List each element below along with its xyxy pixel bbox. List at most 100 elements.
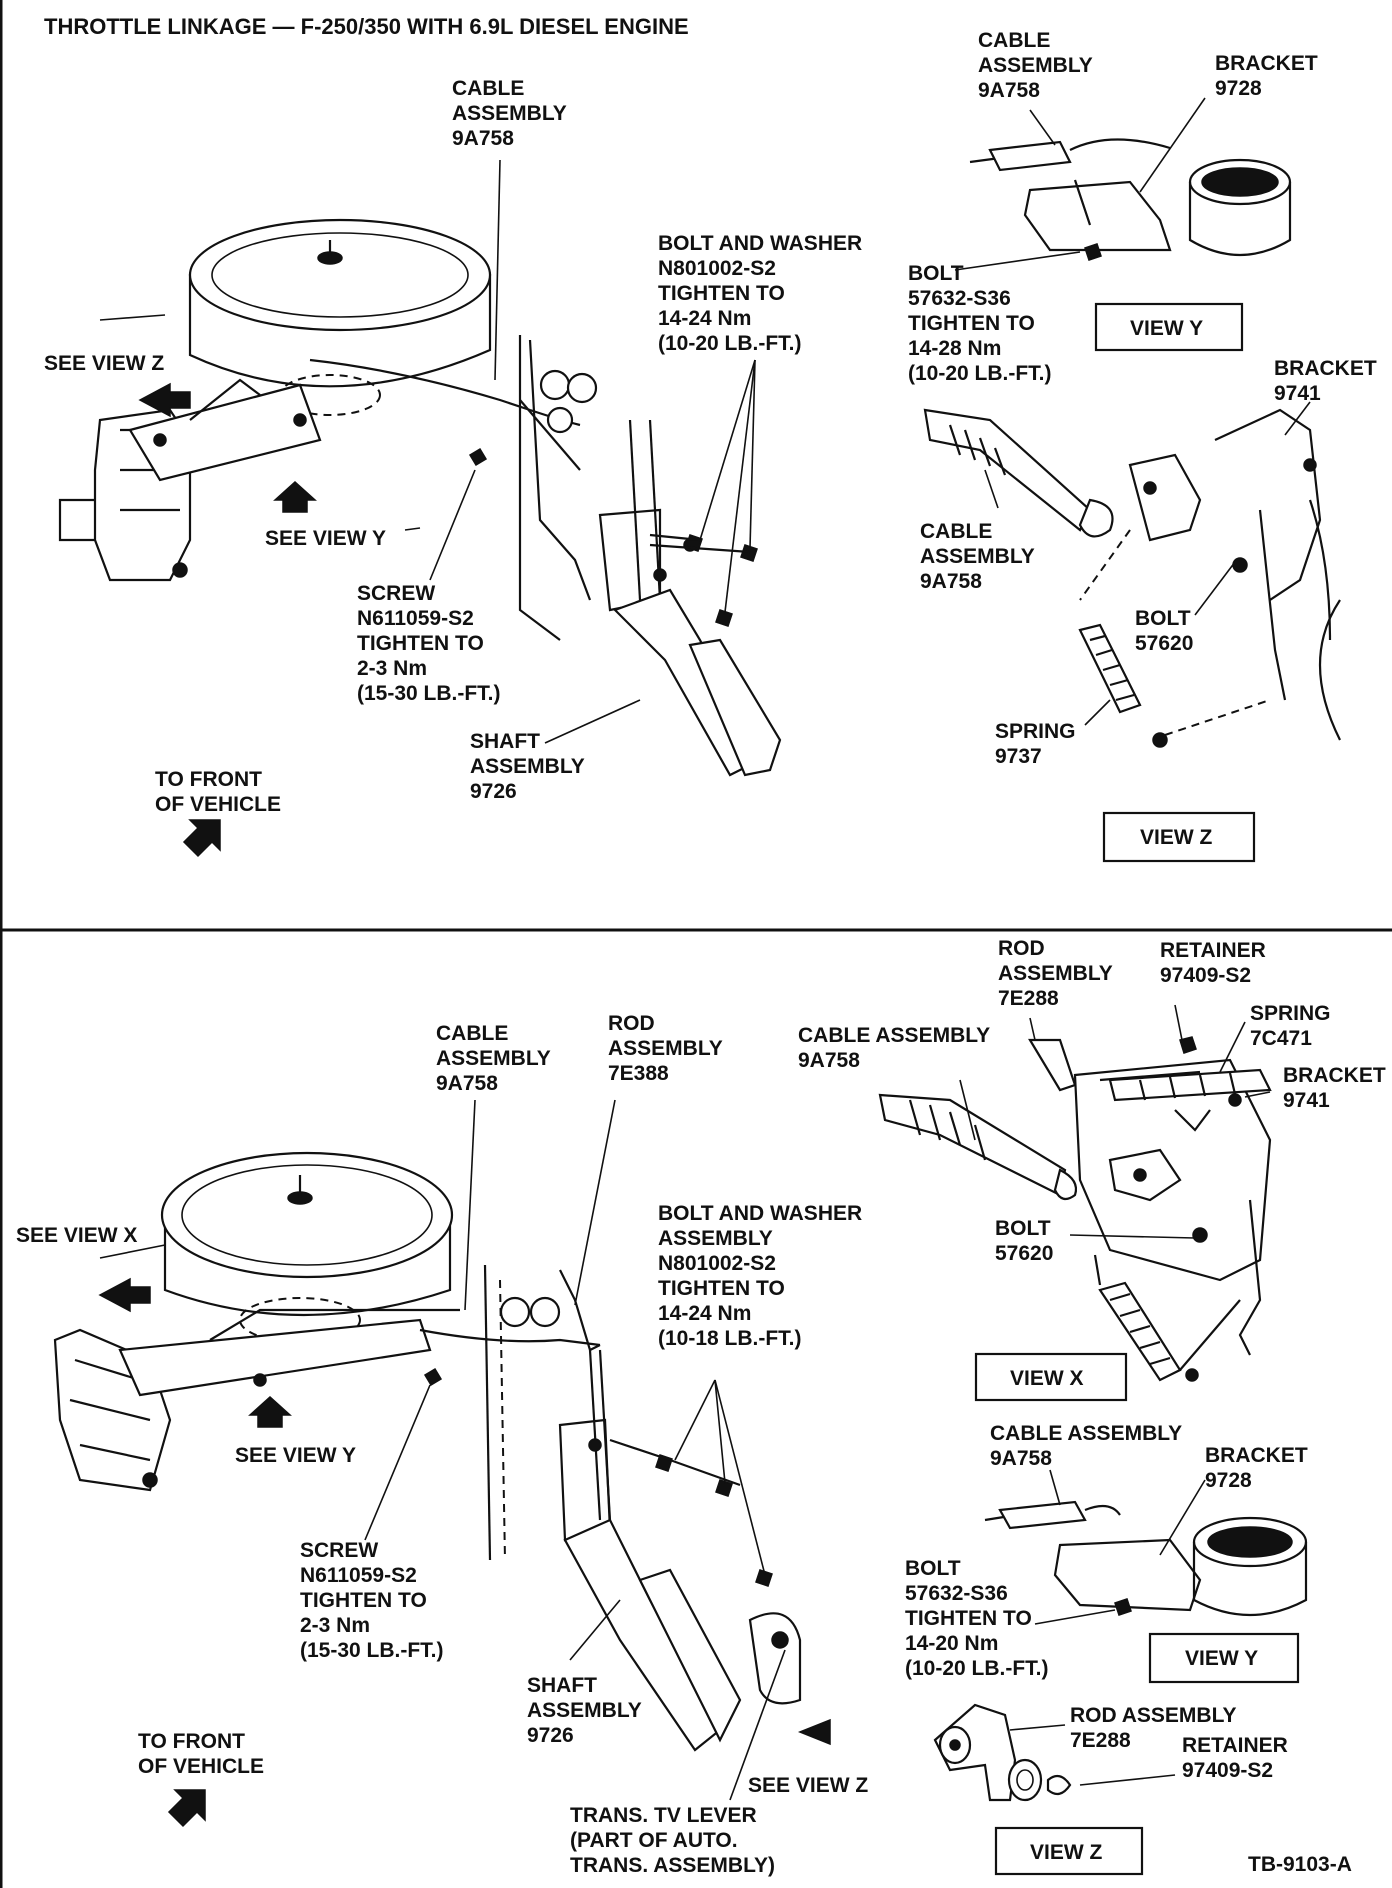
top-view-y-bolt-label-line: TIGHTEN TO [908,312,1035,335]
bottom-arrows [98,1277,831,1828]
top-view-y-bracket-label-line: 9728 [1215,77,1262,100]
top-view-y-cable-label-line: ASSEMBLY [978,54,1093,77]
bottom-view-y-box-label: VIEW Y [1185,1647,1258,1670]
bottom-view-x-retainer-label-line: RETAINER [1160,939,1266,962]
top-shaft-label-line: ASSEMBLY [470,755,585,778]
bottom-view-x-bolt-label-line: 57620 [995,1242,1053,1265]
top-cable-assembly-label-line: ASSEMBLY [452,102,567,125]
bottom-bolt-washer-label-line: (10-18 LB.-FT.) [658,1327,802,1350]
top-bolt-washer-label-line: N801002-S2 [658,257,776,280]
bottom-view-y-bolt-label-line: TIGHTEN TO [905,1607,1032,1630]
bottom-view-z-box-label: VIEW Z [1030,1841,1103,1864]
top-view-y-bolt-label-line: 57632-S36 [908,287,1011,310]
bottom-cable-assembly-label-line: CABLE [436,1022,508,1045]
top-screw-label-line: 2-3 Nm [357,657,427,680]
bottom-shaft-label-line: SHAFT [527,1674,597,1697]
top-view-z-cable-label-line: 9A758 [920,570,982,593]
top-view-y-bracket-label-line: BRACKET [1215,52,1318,75]
top-bolt-washer-label-line: BOLT AND WASHER [658,232,862,255]
bottom-view-x-spring-label-line: SPRING [1250,1002,1331,1025]
top-view-z-bolt-label-line: BOLT [1135,607,1191,630]
bottom-view-x-retainer-label-line: 97409-S2 [1160,964,1251,987]
bottom-view-y-box-label-line: VIEW Y [1185,1647,1258,1670]
top-view-z-spring-label-line: SPRING [995,720,1076,743]
top-view-z-bracket-label-line: BRACKET [1274,357,1377,380]
top-leaders [99,159,756,744]
bottom-to-front-label-line: OF VEHICLE [138,1755,264,1778]
bottom-trans-tv-lever-label-line: (PART OF AUTO. [570,1829,738,1852]
top-view-z-box-label-line: VIEW Z [1140,826,1213,849]
bottom-bolt-washer-label-line: 14-24 Nm [658,1302,751,1325]
bottom-view-z-box [994,1826,1144,1876]
to-front-arrow-icon [182,819,221,858]
bottom-view-z-rod-label-line: 7E288 [1070,1729,1131,1752]
bottom-see-view-x-label-line: SEE VIEW X [16,1224,137,1247]
bottom-leaders [99,1099,786,1801]
bottom-view-y-drawing [984,1469,1308,1625]
bottom-rod-assembly-label-line: 7E388 [608,1062,669,1085]
bottom-see-view-y-label-line: SEE VIEW Y [235,1444,356,1467]
top-view-z-box-label: VIEW Z [1140,826,1213,849]
bottom-screw-label-line: N611059-S2 [300,1564,417,1587]
see-view-y-arrow-icon [273,480,317,513]
bottom-screw-label-line: 2-3 Nm [300,1614,370,1637]
top-view-z-spring-label-line: 9737 [995,745,1042,768]
top-to-front-label-line: OF VEHICLE [155,793,281,816]
figure-id-label: TB-9103-A [1248,1853,1352,1876]
top-view-y-box-label: VIEW Y [1130,317,1203,340]
top-see-view-z-label-line: SEE VIEW Z [44,352,164,375]
top-view-z-drawing [923,401,1341,748]
bottom-view-x-drawing [878,1004,1272,1382]
top-cable-assembly-label-line: CABLE [452,77,524,100]
bottom-view-z-drawing [933,1703,1176,1802]
bottom-view-y-cable-label-line: 9A758 [990,1447,1052,1470]
top-bolt-group [649,533,758,627]
bottom-trans-tv-lever-label-line: TRANS. TV LEVER [570,1804,757,1827]
bottom-view-z-rod-label-line: ROD ASSEMBLY [1070,1704,1236,1727]
top-screw-label-line: N611059-S2 [357,607,474,630]
bottom-bolt-washer-label-line: TIGHTEN TO [658,1277,785,1300]
top-screw-label-line: SCREW [357,582,435,605]
bottom-view-x-box-label: VIEW X [1010,1367,1084,1390]
bottom-view-y-bracket-label-line: BRACKET [1205,1444,1308,1467]
top-view-y-bolt-label-line: 14-28 Nm [908,337,1001,360]
top-bolt-washer-label-line: 14-24 Nm [658,307,751,330]
bottom-bolt-washer-label-line: N801002-S2 [658,1252,776,1275]
bottom-view-z-retainer-label-line: 97409-S2 [1182,1759,1273,1782]
bottom-view-x-box-label-line: VIEW X [1010,1367,1084,1390]
bottom-view-x-rod-label-line: ROD [998,937,1045,960]
bottom-cable-assembly-label-line: ASSEMBLY [436,1047,551,1070]
top-view-z-bracket-label-line: 9741 [1274,382,1321,405]
bottom-view-y-bolt-label-line: BOLT [905,1557,961,1580]
bottom-cable-assembly-label-line: 9A758 [436,1072,498,1095]
bottom-view-x-bracket-label-line: 9741 [1283,1089,1330,1112]
top-view-z-cable-label-line: CABLE [920,520,992,543]
see-view-z-arrow-icon [797,1718,831,1746]
bottom-view-y-cable-label-line: CABLE ASSEMBLY [990,1422,1182,1445]
bottom-screw-label-line: SCREW [300,1539,378,1562]
top-see-view-z-label: SEE VIEW Z [44,352,164,375]
top-screw-label-line: TIGHTEN TO [357,632,484,655]
bottom-trans-tv-lever-label-line: TRANS. ASSEMBLY) [570,1854,775,1877]
top-bolt-washer-label-line: (10-20 LB.-FT.) [658,332,802,355]
bottom-shaft-label-line: 9726 [527,1724,574,1747]
